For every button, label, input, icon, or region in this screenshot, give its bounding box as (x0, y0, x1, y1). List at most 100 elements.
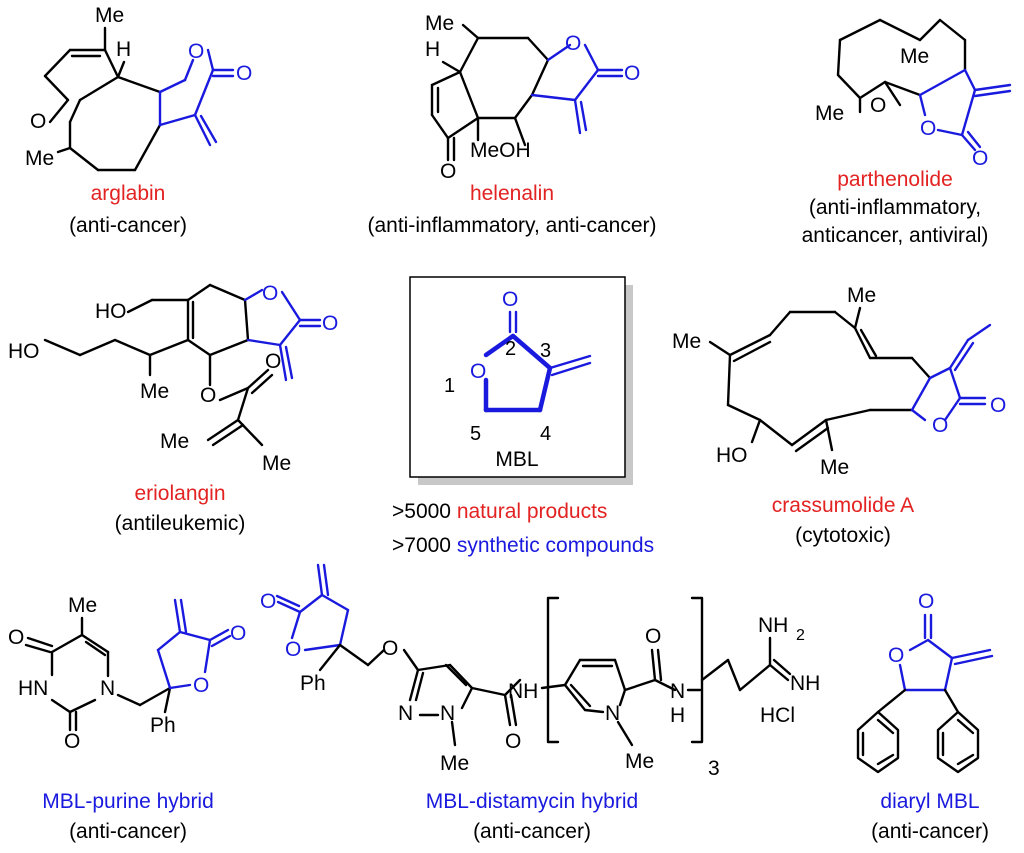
atom-label: O (470, 360, 486, 383)
atom-label: O (918, 590, 934, 613)
stat-text: synthetic compounds (457, 534, 654, 557)
atom-label: O (645, 625, 661, 648)
atom-label: MeOH (470, 139, 531, 162)
atom-label: O (64, 730, 80, 753)
atom-label: Ph (150, 714, 176, 737)
compound-activity: (anti-inflammatory, (809, 196, 981, 219)
atom-label: O (502, 288, 518, 311)
atom-label: O (932, 414, 948, 437)
stat-text: natural products (457, 500, 608, 523)
atom-label: Me (140, 380, 169, 403)
helenalin-structure: Me H O MeOH O O (425, 12, 640, 183)
atom-label: O (200, 384, 216, 407)
atom-label: Me (262, 452, 291, 475)
mbl-stat-synthetic: >7000 synthetic compounds (392, 534, 654, 557)
stat-count: >7000 (392, 534, 451, 557)
arglabin-structure: Me H O Me O O (25, 4, 252, 172)
compound-name: helenalin (470, 182, 554, 205)
compound-activity: (anti-cancer) (69, 214, 187, 237)
atom-label: Ph (300, 672, 326, 695)
compound-activity: (antileukemic) (115, 512, 246, 535)
atom-label: Me (900, 45, 929, 68)
atom-label: NH (758, 614, 788, 637)
atom-label: O (262, 282, 278, 305)
atom-label: O (382, 637, 398, 660)
ring-number: 2 (505, 338, 516, 360)
atom-label: 2 (796, 627, 805, 644)
atom-label: Me (68, 594, 97, 617)
atom-label: O (870, 94, 886, 117)
atom-label: Me (672, 330, 701, 353)
compound-name: eriolangin (134, 482, 225, 505)
atom-label: Me (815, 102, 844, 125)
atom-label: O (265, 350, 281, 373)
atom-label: NH (508, 680, 538, 703)
compound-activity: (cytotoxic) (795, 524, 891, 547)
compound-activity: (anti-inflammatory, anti-cancer) (367, 214, 656, 237)
atom-label: Me (25, 147, 54, 170)
atom-label: O (322, 312, 338, 335)
atom-label: O (565, 32, 581, 55)
compound-name: crassumolide A (772, 494, 914, 517)
atom-label: O (260, 590, 276, 613)
atom-label: O (193, 674, 209, 697)
atom-label: O (990, 394, 1006, 417)
atom-label: O (236, 62, 252, 85)
atom-label: Me (820, 456, 849, 479)
atom-label: O (888, 644, 904, 667)
atom-label: H (670, 704, 685, 727)
atom-label: O (505, 730, 521, 753)
atom-label: O (285, 638, 301, 661)
atom-label: H (116, 38, 131, 61)
atom-label: HO (716, 444, 748, 467)
atom-label: N (670, 680, 685, 703)
ring-number: 4 (540, 423, 551, 445)
mbl-stat-natural: >5000 natural products (392, 500, 607, 523)
atom-label: Me (847, 284, 876, 307)
ring-number: 1 (444, 375, 455, 397)
compound-name: parthenolide (837, 168, 953, 191)
eriolangin-structure: HO Me HO O O Me Me O O (8, 282, 338, 475)
atom-label: H (425, 38, 440, 61)
atom-label: N (605, 702, 620, 725)
atom-label: N (100, 677, 115, 700)
atom-label: Me (625, 750, 654, 773)
atom-label: O (920, 117, 936, 140)
crassumolide-structure: Me Me HO Me O O (672, 284, 1006, 479)
atom-label: Me (440, 752, 469, 775)
atom-label: O (440, 160, 456, 183)
repeat-count: 3 (708, 757, 720, 780)
atom-label: N (440, 702, 455, 725)
stat-count: >5000 (392, 500, 451, 523)
compound-activity: (anti-cancer) (871, 820, 989, 843)
mbl-core-box: O O 2 3 1 4 5 MBL (409, 276, 633, 485)
parthenolide-structure: Me O Me O O (815, 18, 1012, 170)
purine-hybrid-structure: Me O HN O N Ph O O (8, 594, 246, 753)
compound-activity: (anti-cancer) (473, 820, 591, 843)
distamycin-hybrid-structure: O O Ph O N N Me O NH (260, 563, 820, 780)
atom-label: HO (95, 300, 127, 323)
compound-name: diaryl MBL (880, 790, 979, 813)
compound-activity: anticancer, antiviral) (802, 224, 989, 247)
compound-name: MBL-purine hybrid (42, 790, 214, 813)
compound-name: MBL-distamycin hybrid (426, 790, 638, 813)
atom-label: NH (790, 672, 820, 695)
atom-label: HO (8, 340, 40, 363)
ring-number: 3 (540, 340, 551, 362)
ring-number: 5 (470, 423, 481, 445)
atom-label: HN (18, 677, 48, 700)
compound-activity: (anti-cancer) (69, 820, 187, 843)
atom-label: N (398, 702, 413, 725)
diaryl-mbl-structure: O O (856, 590, 994, 774)
atom-label: HCl (760, 704, 795, 727)
atom-label: Me (425, 12, 454, 35)
atom-label: O (188, 40, 204, 63)
atom-label: O (30, 110, 46, 133)
atom-label: Me (160, 430, 189, 453)
atom-label: Me (95, 4, 124, 27)
compound-name: arglabin (91, 182, 166, 205)
atom-label: O (8, 626, 24, 649)
atom-label: O (972, 147, 988, 170)
atom-label: O (624, 62, 640, 85)
